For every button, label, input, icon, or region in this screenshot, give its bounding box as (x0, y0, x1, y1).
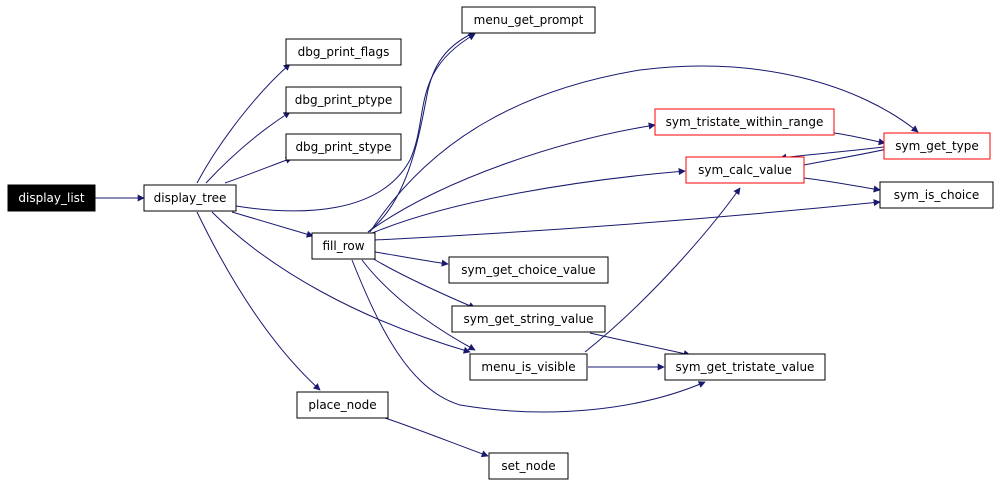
edge-display-tree-to-dbg-print-ptype (205, 111, 291, 184)
node-sym-get-string-value[interactable]: sym_get_string_value (451, 305, 606, 333)
node-sym-tristate-within-range[interactable]: sym_tristate_within_range (654, 108, 835, 136)
edge-fill-row-to-sym-get-tristate-value (351, 259, 706, 413)
node-dbg-print-flags-label: dbg_print_flags (298, 45, 390, 59)
edge-sym-tristate-within-range-to-sym-get-type (833, 132, 886, 146)
node-sym-is-choice-label: sym_is_choice (894, 188, 980, 202)
edge-fill-row-to-sym-calc-value (369, 168, 686, 235)
edge-place-node-to-set-node (384, 417, 489, 458)
edge-display-tree-to-place-node (196, 211, 321, 391)
node-place-node[interactable]: place_node (296, 391, 389, 419)
node-sym-get-type[interactable]: sym_get_type (883, 132, 991, 160)
node-sym-tristate-within-range-label: sym_tristate_within_range (666, 115, 824, 129)
edge-sym-calc-value-to-sym-is-choice (803, 177, 881, 193)
edge-display-tree-to-fill-row (231, 211, 314, 238)
node-display-tree-label: display_tree (154, 191, 227, 205)
node-dbg-print-flags[interactable]: dbg_print_flags (285, 38, 402, 66)
edge-fill-row-to-sym-get-choice-value (374, 251, 449, 267)
node-dbg-print-stype-label: dbg_print_stype (295, 140, 391, 154)
edge-fill-row-to-sym-get-string-value (371, 257, 476, 309)
edge-display-tree-to-dbg-print-flags (196, 63, 291, 184)
edge-sym-calc-value-to-sym-get-type (803, 145, 893, 166)
node-sym-calc-value-label: sym_calc_value (698, 163, 792, 177)
node-sym-calc-value[interactable]: sym_calc_value (685, 156, 805, 184)
edge-menu-is-visible-to-sym-calc-value (584, 187, 741, 353)
node-display-list[interactable]: display_list (7, 184, 96, 212)
node-display-list-label: display_list (18, 191, 85, 205)
edge-display-tree-to-menu-is-visible (211, 211, 471, 354)
node-sym-get-choice-value[interactable]: sym_get_choice_value (448, 256, 609, 284)
node-set-node[interactable]: set_node (488, 452, 569, 480)
node-sym-get-tristate-value-label: sym_get_tristate_value (676, 360, 815, 374)
edge-sym-get-string-value-to-sym-get-tristate-value (589, 332, 691, 357)
edge-display-tree-to-menu-get-prompt (235, 33, 476, 212)
node-sym-get-tristate-value[interactable]: sym_get_tristate_value (664, 353, 826, 381)
node-sym-is-choice[interactable]: sym_is_choice (879, 181, 994, 209)
node-sym-get-choice-value-label: sym_get_choice_value (461, 263, 595, 277)
node-dbg-print-stype[interactable]: dbg_print_stype (285, 133, 402, 161)
node-set-node-label: set_node (501, 459, 555, 473)
node-fill-row-label: fill_row (322, 239, 364, 253)
node-sym-get-type-label: sym_get_type (895, 139, 979, 153)
node-menu-is-visible-label: menu_is_visible (481, 360, 575, 374)
node-fill-row[interactable]: fill_row (311, 232, 376, 260)
node-dbg-print-ptype-label: dbg_print_ptype (295, 93, 392, 107)
node-place-node-label: place_node (308, 398, 376, 412)
node-menu-get-prompt[interactable]: menu_get_prompt (461, 6, 596, 34)
node-menu-get-prompt-label: menu_get_prompt (474, 13, 584, 27)
node-display-tree[interactable]: display_tree (143, 184, 237, 212)
edge-display-tree-to-dbg-print-stype (224, 156, 293, 184)
edge-fill-row-to-menu-get-prompt (367, 31, 476, 233)
edge-fill-row-to-sym-is-choice (374, 199, 881, 241)
edge-fill-row-to-menu-is-visible (361, 259, 476, 351)
edge-fill-row-to-sym-tristate-within-range (367, 122, 656, 233)
node-dbg-print-ptype[interactable]: dbg_print_ptype (285, 86, 402, 114)
node-sym-get-string-value-label: sym_get_string_value (464, 312, 594, 326)
node-menu-is-visible[interactable]: menu_is_visible (469, 353, 588, 381)
edge-fill-row-to-sym-get-type (369, 65, 919, 233)
